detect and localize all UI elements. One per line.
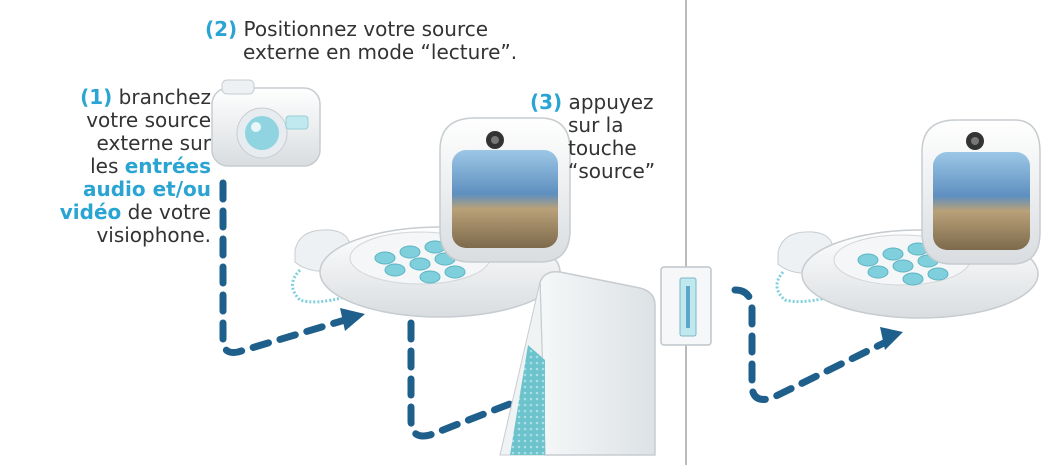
arrow-heads [340,308,903,350]
step1-label: (1) branchez votre source externe sur le… [6,86,211,247]
step1-line3: externe sur [96,131,211,155]
arrow-phone-to-box [407,319,524,440]
step1-line1: branchez [112,85,211,109]
step1-highlight-video: vidéo [59,200,122,224]
step2-label: (2) Positionnez votre source externe en … [205,18,565,64]
step1-line4: les entrées [6,155,211,178]
step2-line1: Positionnez votre source [237,17,489,41]
wall-socket-icon [660,266,712,346]
step1-highlight-audio: audio et/ou [82,177,211,201]
step1-line4-pre: les [90,154,125,178]
step3-line3: “source” [568,159,656,183]
step1-highlight-entrees: entrées [124,154,211,178]
arrowhead-2 [880,327,903,350]
step2-number: (2) [205,17,238,41]
step1-number: (1) [80,85,113,109]
step3-line1: appuyez [562,90,654,114]
step1-line7-post: de votre [121,200,211,224]
step2-line2: externe en mode “lecture”. [243,40,518,64]
arrow-camera-to-phone [219,179,349,356]
step1-line2: votre source [86,108,211,132]
step1-line8: visiophone. [96,223,211,247]
arrowhead-1 [340,308,365,331]
step3-number: (3) [530,90,563,114]
visiophone-icon [291,117,571,318]
arrow-socket-to-phone [731,286,894,403]
router-box-icon [499,270,656,456]
camera-icon [211,79,321,167]
visiophone-icon [775,119,1041,319]
step1-line7: vidéo de votre [6,201,211,224]
step3-line2: sur la touche [568,113,637,160]
step3-label: (3) appuyez sur la touche “source” [530,91,690,183]
